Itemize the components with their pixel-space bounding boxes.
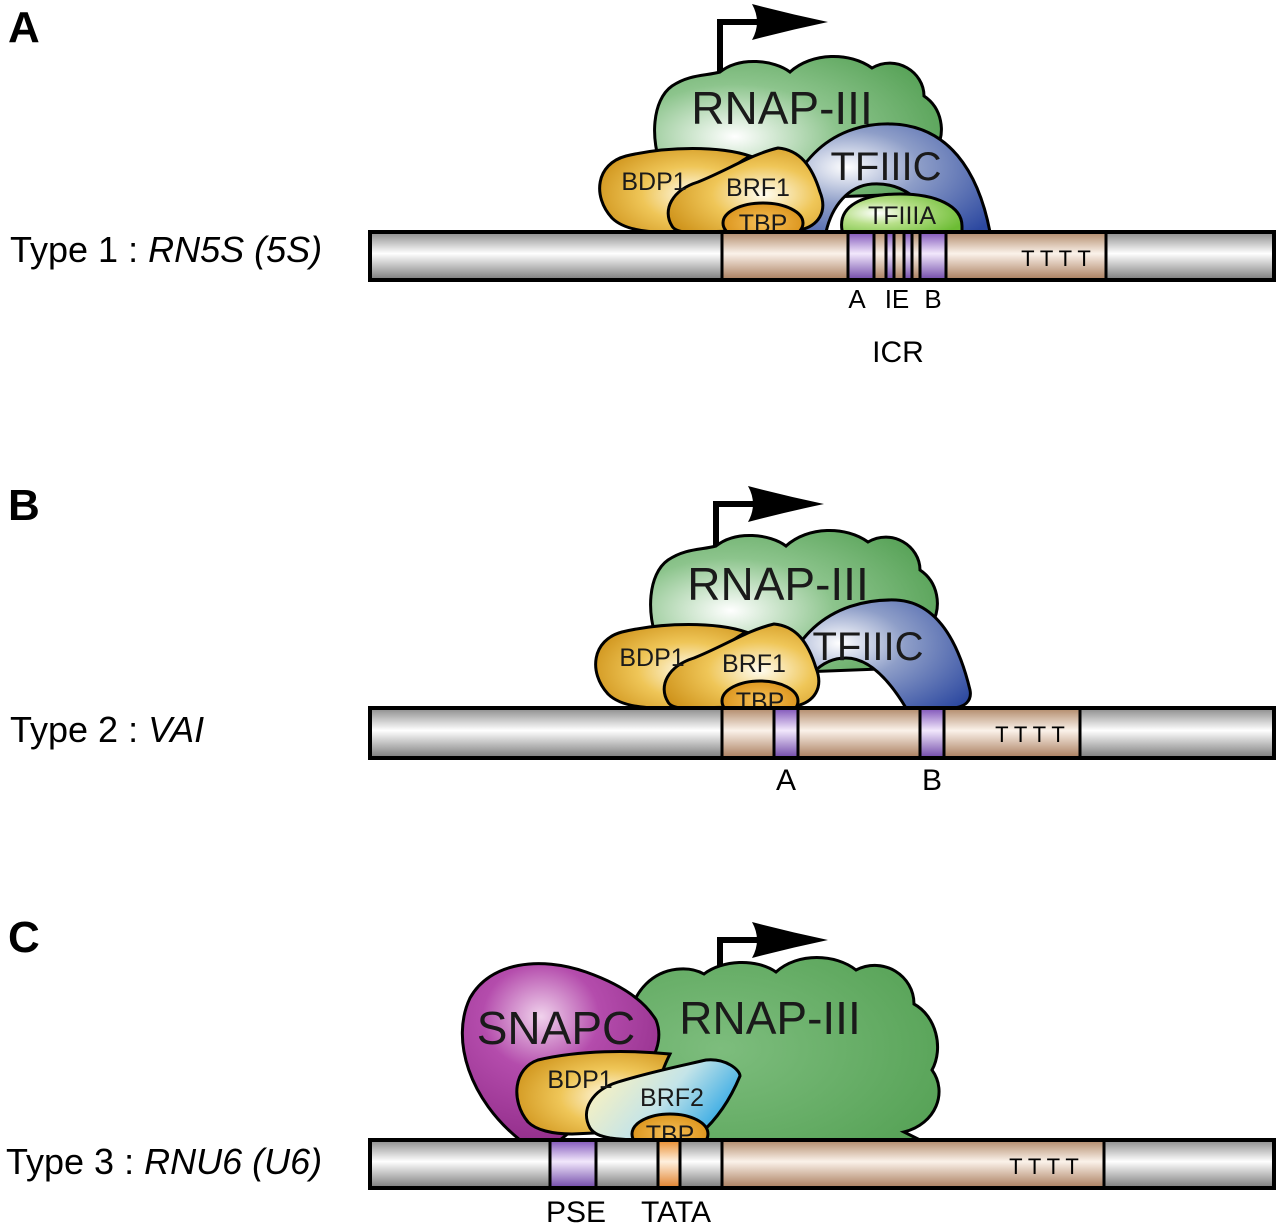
panel-b-type-prefix: Type 2 : bbox=[10, 709, 148, 750]
panel-b-dna bbox=[368, 706, 1276, 760]
panel-b-tfiiic-label: TFIIIC bbox=[812, 625, 923, 669]
panel-c-type-prefix: Type 3 : bbox=[6, 1141, 144, 1182]
panel-b-brf1-label: BRF1 bbox=[722, 650, 786, 678]
panel-c-rnap-label: RNAP-III bbox=[679, 992, 860, 1044]
panel-a-icr-label: ICR bbox=[872, 336, 924, 369]
panel-c: C Type 3 : RNU6 (U6) RNAP-III SNAPC BDP1… bbox=[6, 913, 1276, 1229]
panel-a-type-label: Type 1 : RN5S (5S) bbox=[10, 229, 322, 270]
panel-b-b-label: B bbox=[922, 764, 942, 797]
panel-a-type-prefix: Type 1 : bbox=[10, 229, 148, 270]
panel-c-dna bbox=[368, 1138, 1276, 1190]
panel-b-letter: B bbox=[8, 481, 40, 530]
panel-c-letter: C bbox=[8, 913, 40, 962]
panel-a-tfiiia-label: TFIIIA bbox=[868, 202, 936, 230]
panel-a-ie-box-1 bbox=[886, 232, 894, 280]
panel-c-gene-name: RNU6 (U6) bbox=[144, 1141, 322, 1182]
panel-a-tss-arrow bbox=[717, 4, 828, 72]
panel-a-bdp1-label: BDP1 bbox=[621, 168, 686, 196]
panel-c-snapc-label: SNAPC bbox=[477, 1002, 635, 1054]
panel-b: B Type 2 : VAI RNAP-III TFIIIC BDP1 BRF1… bbox=[8, 481, 1276, 797]
panel-b-terminator: T T T T bbox=[995, 722, 1065, 747]
panel-a-rnap-label: RNAP-III bbox=[691, 82, 872, 134]
panel-a-dna bbox=[368, 230, 1276, 282]
panel-a-a-label: A bbox=[848, 284, 866, 314]
panel-c-brf2-label: BRF2 bbox=[640, 1084, 704, 1112]
panel-c-tata-label: TATA bbox=[641, 1196, 711, 1229]
panel-b-b-box bbox=[920, 708, 944, 758]
panel-a-letter: A bbox=[8, 3, 40, 52]
panel-b-gene-name: VAI bbox=[148, 709, 204, 750]
panel-a-gene-name: RN5S (5S) bbox=[148, 229, 322, 270]
panel-b-tss-arrow bbox=[713, 486, 824, 548]
panel-c-terminator: T T T T bbox=[1009, 1154, 1079, 1179]
panel-b-type-label: Type 2 : VAI bbox=[10, 709, 204, 750]
panel-b-a-label: A bbox=[776, 764, 796, 797]
panel-c-tata-box bbox=[658, 1140, 680, 1188]
panel-c-bdp1-label: BDP1 bbox=[547, 1066, 612, 1094]
panel-a-tfiiic-label: TFIIIC bbox=[830, 145, 941, 189]
panel-a-terminator: T T T T bbox=[1021, 246, 1091, 271]
panel-a-ie-box-2 bbox=[904, 232, 912, 280]
panel-b-rnap-label: RNAP-III bbox=[687, 558, 868, 610]
panel-b-bdp1-label: BDP1 bbox=[619, 644, 684, 672]
panel-a-ie-label: IE bbox=[885, 284, 910, 314]
panel-a-tfiiia bbox=[840, 192, 964, 234]
panel-a-b-box bbox=[920, 232, 946, 280]
panel-a-brf1-label: BRF1 bbox=[726, 174, 790, 202]
panel-b-tfiiic bbox=[776, 598, 972, 710]
panel-c-type-label: Type 3 : RNU6 (U6) bbox=[6, 1141, 322, 1182]
panel-a-b-label: B bbox=[924, 284, 941, 314]
panel-b-a-box bbox=[774, 708, 798, 758]
panel-c-pse-label: PSE bbox=[546, 1196, 606, 1229]
panel-a-a-box bbox=[848, 232, 874, 280]
panel-c-pse-box bbox=[550, 1140, 596, 1188]
panel-a: A Type 1 : RN5S (5S) RNAP-III TFIIIC BDP… bbox=[8, 3, 1276, 369]
